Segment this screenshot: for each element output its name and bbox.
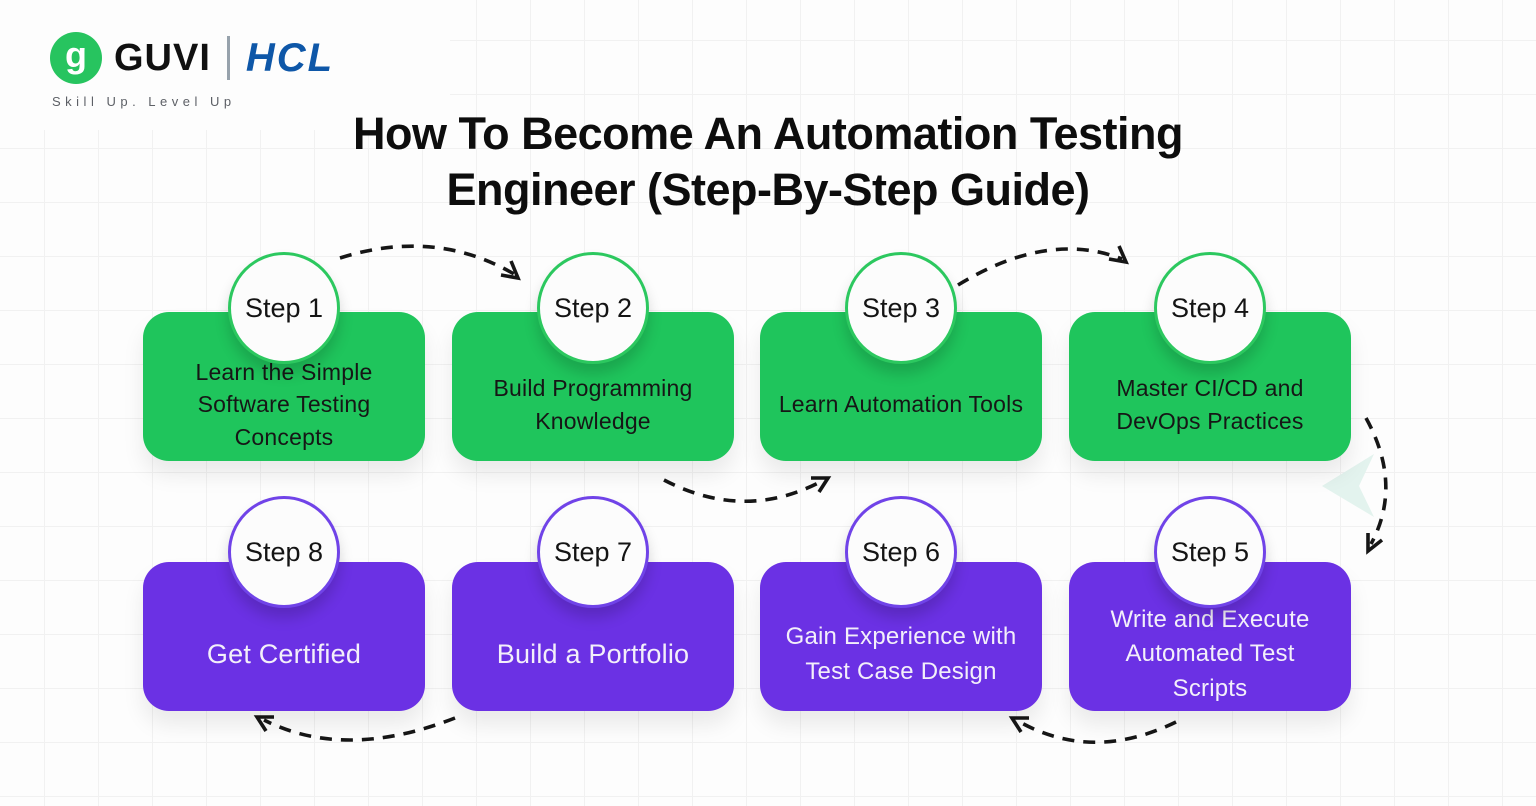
step-2-label: Step 2 (553, 292, 633, 323)
step-3-label: Step 3 (861, 292, 941, 323)
guvi-logo-icon: g (50, 32, 102, 84)
step-2-badge: Step 2 (537, 252, 649, 364)
step-4-box: Master CI/CD and DevOps Practices (1069, 312, 1351, 461)
step-7-label: Step 7 (553, 536, 633, 567)
step-6-badge: Step 6 (845, 496, 957, 608)
step-5-text: Write and Execute Automated Test Scripts (1110, 606, 1310, 702)
arrowhead-step6-icon (1008, 716, 1029, 733)
step-card-1: Step 1 Learn the Simple Software Testing… (143, 252, 425, 461)
arrowhead-step5-icon (1366, 533, 1384, 555)
step-card-2: Step 2 Build Programming Knowledge (452, 252, 734, 461)
step-card-4: Step 4 Master CI/CD and DevOps Practices (1069, 252, 1351, 461)
step-5-badge: Step 5 (1154, 496, 1266, 608)
step-8-label: Step 8 (244, 536, 324, 567)
step-1-badge: Step 1 (228, 252, 340, 364)
step-7-text: Build a Portfolio (496, 639, 690, 670)
step-8-text: Get Certified (206, 639, 362, 670)
step-6-text: Gain Experience with Test Case Design (785, 623, 1017, 685)
step-1-box: Learn the Simple Software Testing Concep… (143, 312, 425, 461)
page-title-line2: Engineer (Step-By-Step Guide) (446, 164, 1090, 215)
step-8-box: Get Certified (143, 562, 425, 711)
page-title-line1: How To Become An Automation Testing (353, 108, 1184, 159)
step-card-3: Step 3 Learn Automation Tools (760, 252, 1042, 461)
step-4-label: Step 4 (1170, 292, 1250, 323)
arrow-step4-to-step5 (1364, 417, 1388, 545)
brand-tagline: Skill Up. Level Up (52, 94, 236, 109)
step-card-7: Step 7 Build a Portfolio (452, 496, 734, 711)
step-5-box: Write and Execute Automated Test Scripts (1069, 562, 1351, 711)
brand-header: g GUVI HCL Skill Up. Level Up (50, 32, 334, 109)
step-3-badge: Step 3 (845, 252, 957, 364)
step-card-5: Step 5 Write and Execute Automated Test … (1069, 496, 1351, 711)
step-5-label: Step 5 (1170, 536, 1250, 567)
step-6-label: Step 6 (861, 536, 941, 567)
step-1-text: Learn the Simple Software Testing Concep… (195, 358, 373, 450)
arrowhead-step8-icon (253, 715, 274, 732)
step-3-text: Learn Automation Tools (778, 391, 1024, 418)
hcl-wordmark: HCL (245, 35, 335, 80)
arrow-step7-to-step8 (263, 716, 456, 742)
arrowhead-step3-icon (811, 476, 832, 493)
step-7-badge: Step 7 (537, 496, 649, 608)
step-card-8: Step 8 Get Certified (143, 496, 425, 711)
page-title: How To Become An Automation Testing Engi… (0, 106, 1536, 218)
step-4-text: Master CI/CD and DevOps Practices (1116, 374, 1304, 434)
brand-divider (226, 36, 230, 80)
step-1-label: Step 1 (244, 292, 324, 323)
step-8-badge: Step 8 (228, 496, 340, 608)
guvi-logo-glyph: g (65, 34, 87, 75)
step-2-text: Build Programming Knowledge (493, 374, 693, 434)
step-4-badge: Step 4 (1154, 252, 1266, 364)
step-card-6: Step 6 Gain Experience with Test Case De… (760, 496, 1042, 711)
guvi-wordmark: GUVI (114, 36, 211, 79)
arrow-step5-to-step6 (1017, 719, 1177, 745)
